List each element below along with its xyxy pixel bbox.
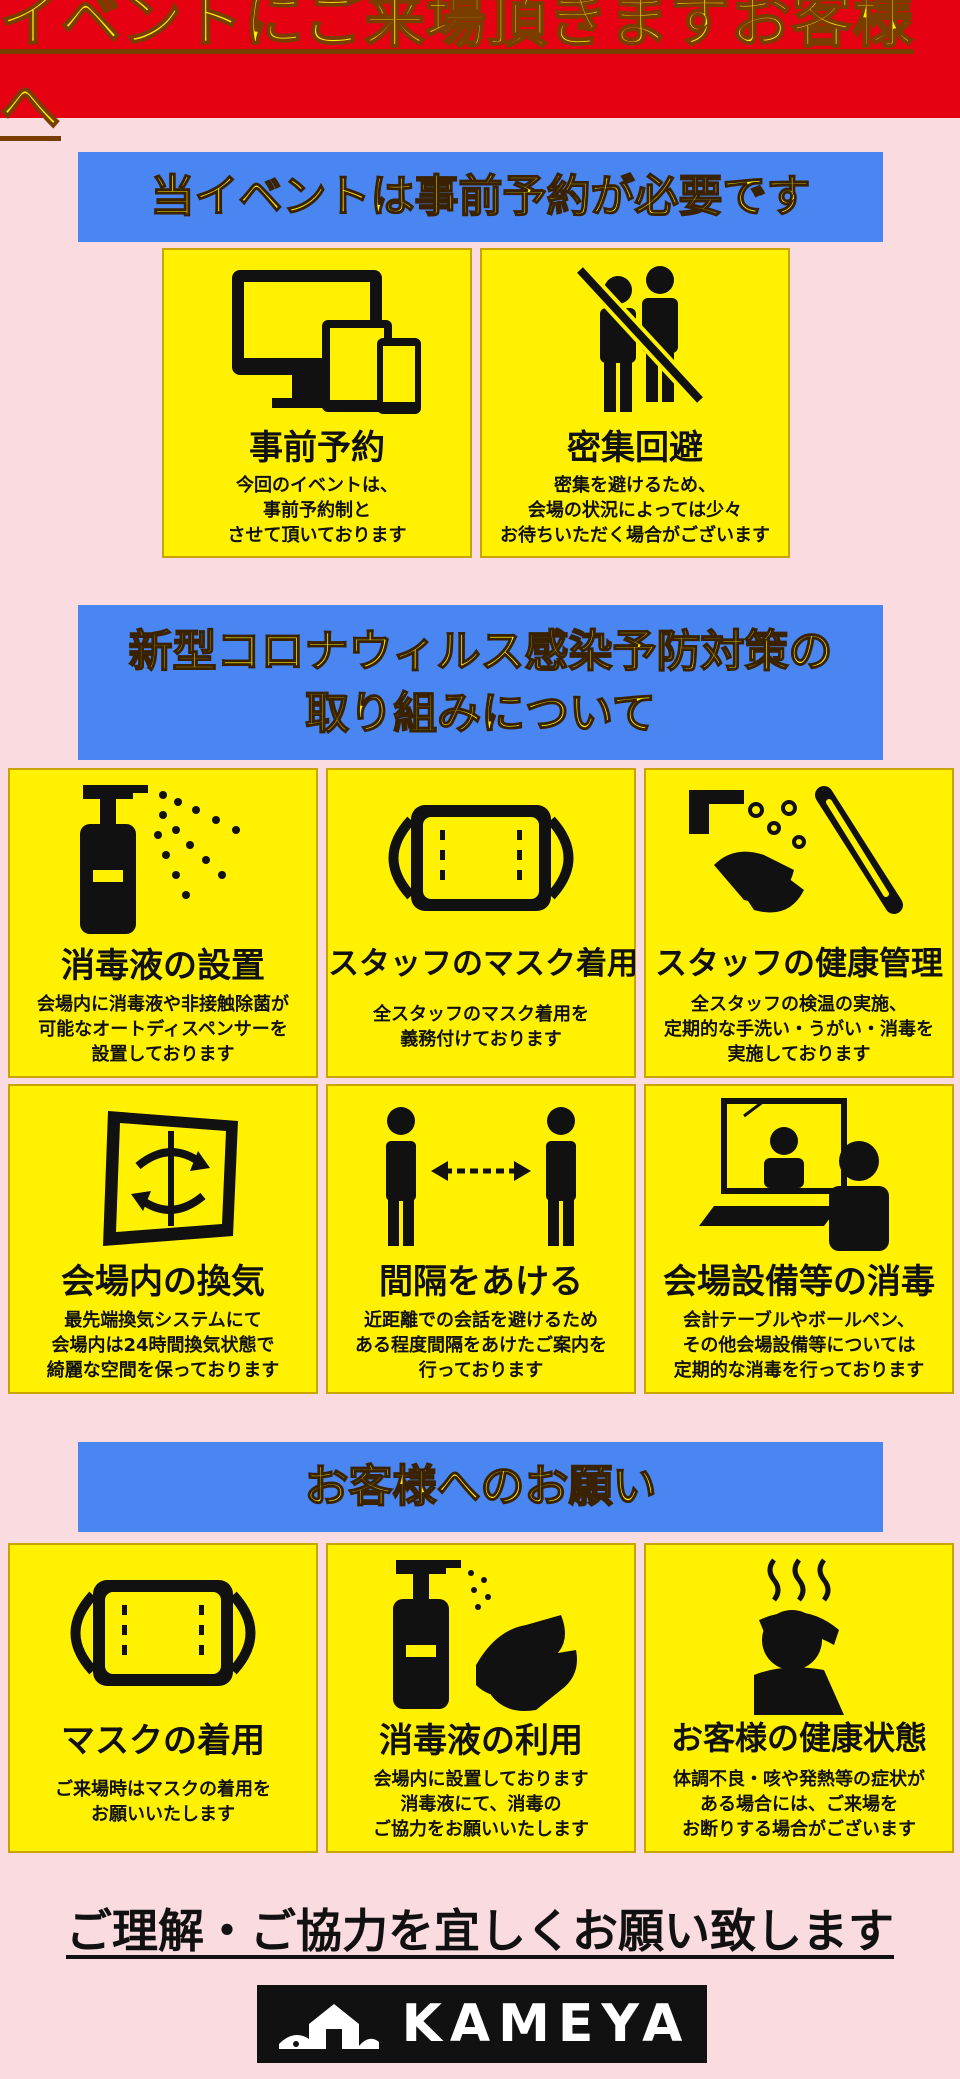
sanitizer-hands-icon — [328, 1545, 634, 1720]
ventilation-icon — [10, 1086, 316, 1261]
logo-text: KAMEYA — [401, 1994, 691, 2054]
desc-line: 義務付けております — [400, 1029, 562, 1050]
desc-line: 可能なオートディスペンサーを — [38, 1019, 288, 1040]
desc-line: ある場合には、ご来場を — [700, 1794, 898, 1815]
desc-line: 定期的な手洗い・うがい・消毒を — [664, 1019, 934, 1040]
sanitizer-spray-icon — [10, 770, 316, 945]
desc-line: 事前予約制と — [263, 500, 371, 521]
card-distance: 間隔をあける 近距離での会話を避けるため ある程度間隔をあけたご案内を 行ってお… — [326, 1084, 636, 1394]
card-staff-health: スタッフの健康管理 全スタッフの検温の実施、 定期的な手洗い・うがい・消毒を 実… — [644, 768, 954, 1078]
card-title: スタッフの健康管理 — [654, 944, 943, 982]
card-desc: 会場内に消毒液や非接触除菌が 可能なオートディスペンサーを 設置しております — [10, 992, 316, 1067]
card-desc: ご来場時はマスクの着用を お願いいたします — [10, 1777, 316, 1827]
card-title: マスクの着用 — [61, 1721, 265, 1761]
section2-heading-line2: 取り組みについて — [304, 687, 656, 740]
card-desc: 今回のイベントは、 事前予約制と させて頂いております — [164, 473, 470, 548]
section1-heading: 当イベントは事前予約が必要です — [150, 170, 812, 223]
desc-line: お断りする場合がございます — [682, 1819, 916, 1840]
desc-line: 実施しております — [727, 1044, 871, 1065]
desc-line: 体調不良・咳や発熱等の症状が — [673, 1769, 925, 1790]
partition-desk-icon — [646, 1086, 952, 1261]
section3-heading: お客様へのお願い — [304, 1460, 658, 1513]
card-title: お客様の健康状態 — [670, 1719, 927, 1757]
card-desc: 全スタッフの検温の実施、 定期的な手洗い・うがい・消毒を 実施しております — [646, 992, 952, 1067]
card-use-sanitizer: 消毒液の利用 会場内に設置しております 消毒液にて、消毒の ご協力をお願いいたし… — [326, 1543, 636, 1853]
card-desc: 会計テーブルやボールペン、 その他会場設備等については 定期的な消毒を行っており… — [646, 1308, 952, 1383]
card-sanitizer: 消毒液の設置 会場内に消毒液や非接触除菌が 可能なオートディスペンサーを 設置し… — [8, 768, 318, 1078]
banner-title: イベントにご来場頂きますお客様へ — [0, 0, 914, 144]
closing-text: ご理解・ご協力を宜しくお願い致します — [66, 1904, 894, 1958]
desc-line: その他会場設備等については — [682, 1335, 916, 1356]
desc-line: 最先端換気システムにて — [64, 1310, 262, 1331]
desc-line: 会場内は24時間換気状態で — [51, 1335, 275, 1356]
handwash-thermometer-icon — [646, 770, 952, 945]
desc-line: 今回のイベントは、 — [236, 475, 398, 496]
house-logo-icon — [278, 2004, 379, 2049]
card-title: 消毒液の設置 — [61, 946, 265, 986]
desc-line: お願いいたします — [91, 1804, 235, 1825]
desc-line: 会計テーブルやボールペン、 — [683, 1310, 915, 1331]
card-reservation: 事前予約 今回のイベントは、 事前予約制と させて頂いております — [162, 248, 472, 558]
card-avoid-crowding: 密集回避 密集を避けるため、 会場の状況によっては少々 お待ちいただく場合がござ… — [480, 248, 790, 558]
desc-line: ご来場時はマスクの着用を — [55, 1779, 271, 1800]
card-title: 会場設備等の消毒 — [663, 1262, 935, 1302]
fever-icon — [646, 1545, 952, 1720]
desc-line: させて頂いております — [227, 525, 407, 546]
desc-line: 会場の状況によっては少々 — [527, 500, 743, 521]
desc-line: 近距離での会話を避けるため — [364, 1310, 598, 1331]
top-banner: イベントにご来場頂きますお客様へ — [0, 0, 960, 144]
closing-message: ご理解・ご協力を宜しくお願い致します — [0, 1895, 960, 1961]
kameya-logo: KAMEYA — [257, 1985, 707, 2063]
section1-header: 当イベントは事前予約が必要です — [78, 152, 883, 242]
desc-line: 全スタッフのマスク着用を — [373, 1004, 589, 1025]
card-desc: 近距離での会話を避けるため ある程度間隔をあけたご案内を 行っております — [328, 1308, 634, 1383]
distance-icon — [328, 1086, 634, 1261]
desc-line: ある程度間隔をあけたご案内を — [355, 1335, 607, 1356]
card-desc: 最先端換気システムにて 会場内は24時間換気状態で 綺麗な空間を保っております — [10, 1308, 316, 1383]
section2-heading-line1: 新型コロナウィルス感染予防対策の — [128, 625, 834, 678]
desc-line: 定期的な消毒を行っております — [673, 1360, 925, 1381]
card-desc: 会場内に設置しております 消毒液にて、消毒の ご協力をお願いいたします — [328, 1767, 634, 1842]
desc-line: 会場内に消毒液や非接触除菌が — [37, 994, 289, 1015]
card-customer-mask: マスクの着用 ご来場時はマスクの着用を お願いいたします — [8, 1543, 318, 1853]
desc-line: 綺麗な空間を保っております — [46, 1360, 280, 1381]
desc-line: 会場内に設置しております — [373, 1769, 589, 1790]
desc-line: ご協力をお願いいたします — [373, 1819, 589, 1840]
card-equipment-disinfection: 会場設備等の消毒 会計テーブルやボールペン、 その他会場設備等については 定期的… — [644, 1084, 954, 1394]
card-title: 事前予約 — [249, 428, 385, 468]
desc-line: 全スタッフの検温の実施、 — [691, 994, 907, 1015]
desc-line: お待ちいただく場合がございます — [500, 525, 770, 546]
card-title: 会場内の換気 — [61, 1262, 265, 1302]
desc-line: 密集を避けるため、 — [554, 475, 716, 496]
desc-line: 設置しております — [91, 1044, 235, 1065]
card-staff-mask: スタッフのマスク着用 全スタッフのマスク着用を 義務付けております — [326, 768, 638, 1078]
card-title: スタッフのマスク着用 — [328, 946, 638, 982]
mask-icon — [328, 770, 634, 945]
card-ventilation: 会場内の換気 最先端換気システムにて 会場内は24時間換気状態で 綺麗な空間を保… — [8, 1084, 318, 1394]
section2-header: 新型コロナウィルス感染予防対策の 取り組みについて — [78, 605, 883, 760]
desc-line: 消毒液にて、消毒の — [400, 1794, 562, 1815]
section3-header: お客様へのお願い — [78, 1442, 883, 1532]
card-desc: 全スタッフのマスク着用を 義務付けております — [328, 1002, 634, 1052]
card-title: 消毒液の利用 — [379, 1721, 583, 1761]
card-desc: 体調不良・咳や発熱等の症状が ある場合には、ご来場を お断りする場合がございます — [646, 1767, 952, 1842]
devices-icon — [164, 250, 470, 425]
card-title: 間隔をあける — [379, 1262, 583, 1302]
mask-icon — [10, 1545, 316, 1720]
card-title: 密集回避 — [567, 428, 703, 468]
desc-line: 行っております — [418, 1360, 544, 1381]
card-desc: 密集を避けるため、 会場の状況によっては少々 お待ちいただく場合がございます — [482, 473, 788, 548]
card-customer-health: お客様の健康状態 体調不良・咳や発熱等の症状が ある場合には、ご来場を お断りす… — [644, 1543, 954, 1853]
no-crowding-icon — [482, 250, 788, 425]
